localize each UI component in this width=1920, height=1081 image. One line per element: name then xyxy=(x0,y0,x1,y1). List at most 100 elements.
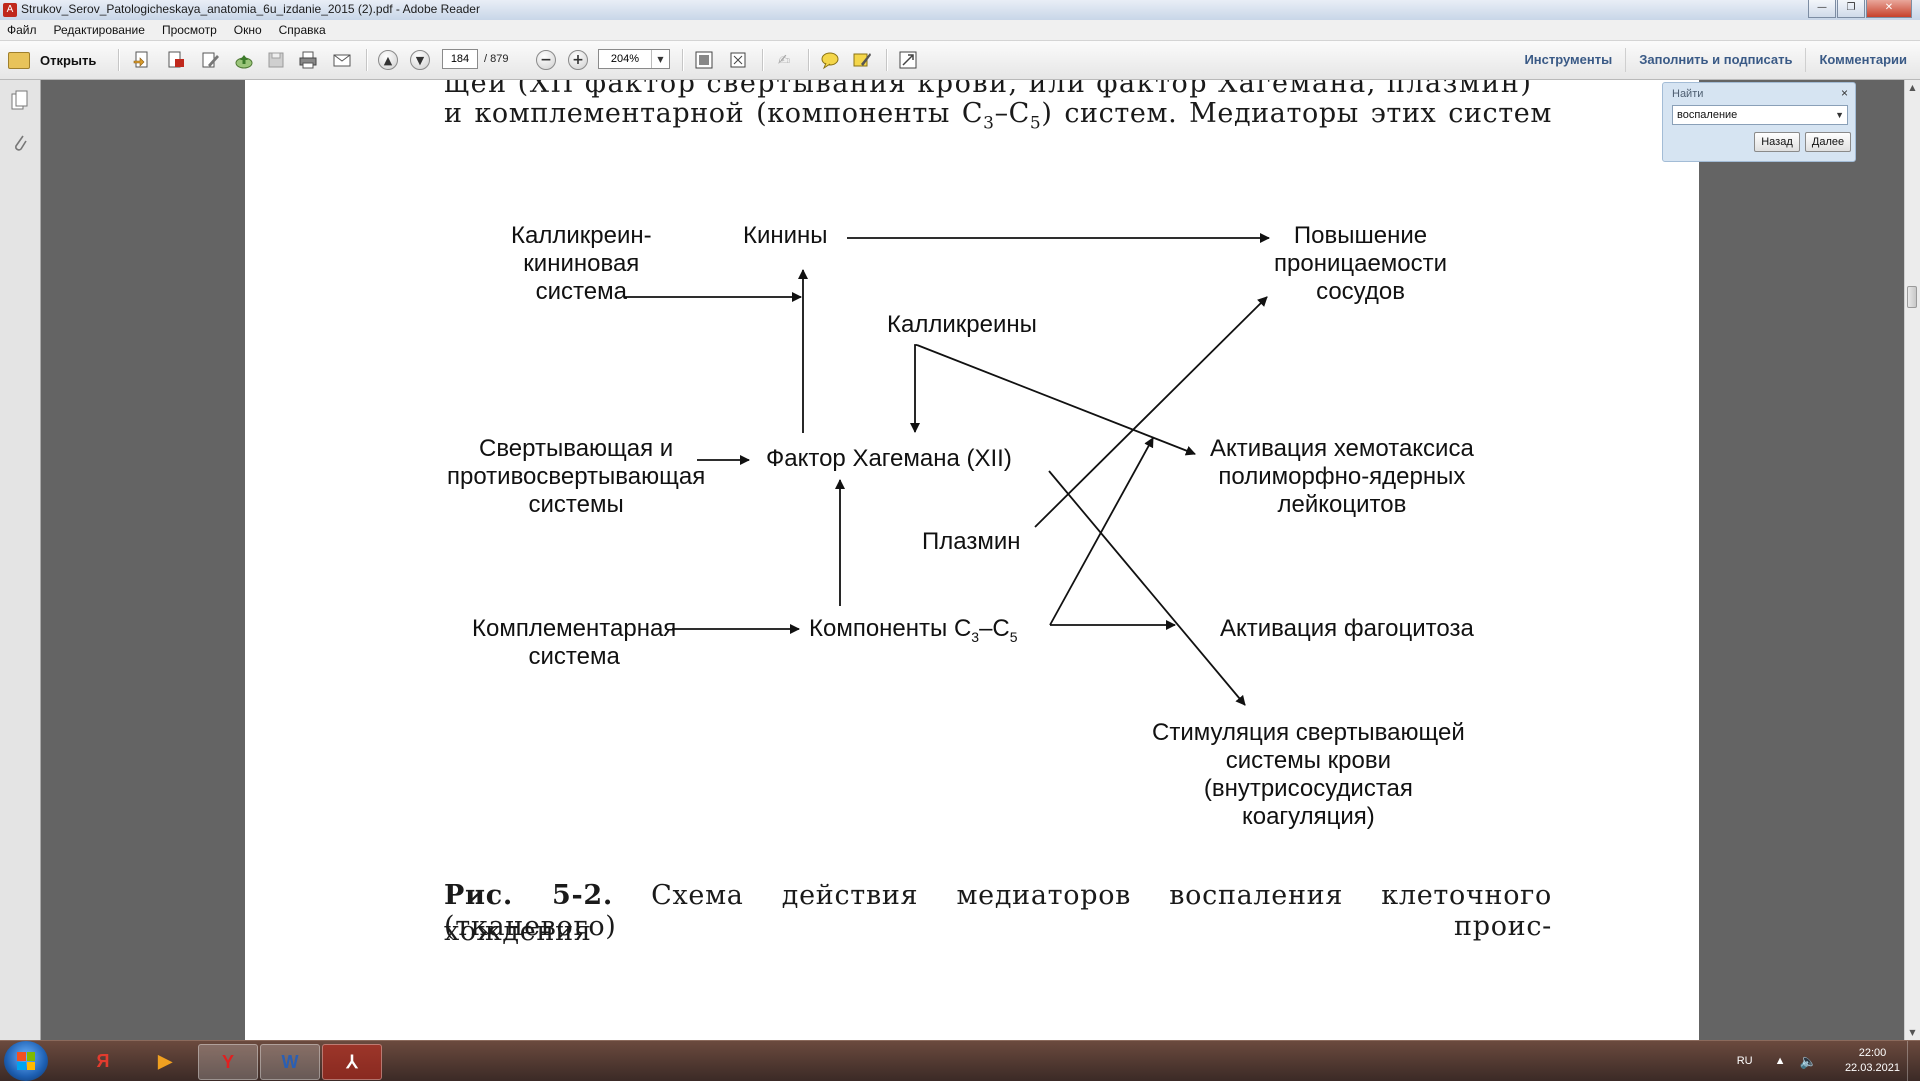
chevron-down-icon[interactable]: ▼ xyxy=(651,50,669,68)
menu-file[interactable]: Файл xyxy=(7,23,37,37)
node-kinins: Кинины xyxy=(743,222,828,249)
chevron-down-icon[interactable]: ▼ xyxy=(1835,110,1844,120)
find-input[interactable]: воспаление ▼ xyxy=(1672,105,1848,125)
show-desktop-button[interactable] xyxy=(1907,1041,1920,1081)
body-text-line: щей (XII фактор свертывания крови, или ф… xyxy=(444,80,1533,99)
volume-icon[interactable]: 🔈 xyxy=(1799,1052,1817,1069)
find-previous-button[interactable]: Назад xyxy=(1754,132,1800,152)
previous-page-button[interactable]: ▲ xyxy=(378,48,398,72)
toolbar-separator xyxy=(762,49,764,71)
plus-icon: + xyxy=(568,50,588,70)
vertical-scrollbar[interactable]: ▲ ▼ xyxy=(1904,80,1920,1040)
envelope-icon xyxy=(332,50,352,70)
navigation-pane xyxy=(0,80,41,1040)
email-button[interactable] xyxy=(332,48,352,72)
page-thumbnails-icon[interactable] xyxy=(10,90,30,112)
text-fragment: –С xyxy=(994,98,1030,129)
node-line: коагуляция) xyxy=(1241,803,1375,830)
node-line: системы xyxy=(528,491,624,518)
node-line: лейкоцитов xyxy=(1277,491,1407,518)
arrow-components-to-chemotaxis xyxy=(1049,437,1154,626)
find-label: Найти xyxy=(1672,88,1704,100)
toolbar-separator xyxy=(366,49,368,71)
taskbar-yandex[interactable]: Y xyxy=(198,1044,258,1080)
node-line: (внутрисосудистая xyxy=(1203,775,1413,802)
taskbar-word[interactable]: W xyxy=(260,1044,320,1080)
taskbar-yandex-browser[interactable]: Я xyxy=(96,1050,110,1071)
node-line: Повышение xyxy=(1293,222,1428,249)
document-viewport[interactable]: щей (XII фактор свертывания крови, или ф… xyxy=(41,80,1905,1040)
cloud-upload-button[interactable] xyxy=(234,48,254,72)
clock[interactable]: 22:00 22.03.2021 xyxy=(1845,1046,1900,1076)
toolbar-separator xyxy=(118,49,120,71)
cloud-upload-icon xyxy=(234,50,254,70)
menu-window[interactable]: Окно xyxy=(233,23,262,37)
window-title: Strukov_Serov_Patologicheskaya_anatomia_… xyxy=(21,2,480,16)
subscript: 5 xyxy=(1029,113,1042,134)
tray-expand-icon[interactable]: ▲ xyxy=(1774,1055,1786,1067)
edit-pencil-icon xyxy=(200,50,220,70)
create-pdf-icon xyxy=(132,50,152,70)
arrow-down-icon: ▼ xyxy=(410,50,430,70)
text-fragment: –С xyxy=(979,615,1010,642)
create-pdf-button[interactable] xyxy=(132,48,152,72)
node-line: полиморфно-ядерных xyxy=(1218,463,1466,490)
close-icon[interactable]: × xyxy=(1840,86,1848,100)
save-button[interactable] xyxy=(266,48,286,72)
open-button[interactable]: Открыть xyxy=(8,48,104,72)
read-mode-button[interactable] xyxy=(898,48,918,72)
node-complement-system: Комплементарная система xyxy=(472,615,676,671)
node-line: Свертывающая и xyxy=(478,435,674,462)
export-pdf-button[interactable] xyxy=(166,48,186,72)
arrow-kallikreins-to-chemotaxis xyxy=(916,344,1196,456)
highlight-button[interactable] xyxy=(852,48,872,72)
arrow-hageman-to-stimulation xyxy=(1048,470,1246,706)
scroll-down-icon[interactable]: ▼ xyxy=(1909,1028,1916,1037)
find-next-button[interactable]: Далее xyxy=(1805,132,1851,152)
minimize-button[interactable]: — xyxy=(1808,0,1836,18)
close-button[interactable]: ✕ xyxy=(1866,0,1912,18)
menu-help[interactable]: Справка xyxy=(278,23,326,37)
page-total: / 879 xyxy=(484,53,509,65)
node-line: Активация хемотаксиса xyxy=(1210,435,1474,462)
start-button[interactable] xyxy=(4,1041,48,1081)
scroll-up-icon[interactable]: ▲ xyxy=(1909,83,1916,92)
page-number-input[interactable] xyxy=(442,49,478,69)
maximize-button[interactable]: ❐ xyxy=(1837,0,1865,18)
fit-page-button[interactable] xyxy=(694,48,714,72)
menu-edit[interactable]: Редактирование xyxy=(53,23,145,37)
taskbar-adobe-reader[interactable]: ⅄ xyxy=(322,1044,382,1080)
tools-pane-button[interactable]: Инструменты xyxy=(1524,52,1613,67)
zoom-in-button[interactable]: + xyxy=(568,48,588,72)
toolbar: Открыть ▲ ▼ xyxy=(0,41,1920,80)
taskbar-media-player[interactable]: ▶ xyxy=(158,1050,172,1071)
subscript: 3 xyxy=(971,628,980,645)
open-label: Открыть xyxy=(40,52,97,68)
print-button[interactable] xyxy=(298,48,318,72)
zoom-out-button[interactable]: − xyxy=(536,48,556,72)
comments-pane-button[interactable]: Комментарии xyxy=(1805,48,1920,72)
toolbar-separator xyxy=(886,49,888,71)
node-chemotaxis-activation: Активация хемотаксиса полиморфно-ядерных… xyxy=(1210,435,1474,519)
window-controls: — ❐ ✕ xyxy=(1807,0,1912,18)
title-bar: A Strukov_Serov_Patologicheskaya_anatomi… xyxy=(0,0,1920,21)
sign-button[interactable]: ✍ xyxy=(774,48,794,72)
task-panes: Инструменты Заполнить и подписать Коммен… xyxy=(1511,41,1920,79)
fill-sign-pane-button[interactable]: Заполнить и подписать xyxy=(1625,48,1805,72)
language-indicator[interactable]: RU xyxy=(1736,1055,1753,1067)
text-fragment: ) систем. Медиаторы этих систем xyxy=(1041,98,1552,129)
next-page-button[interactable]: ▼ xyxy=(410,48,430,72)
menu-view[interactable]: Просмотр xyxy=(161,23,217,37)
node-plasmin: Плазмин xyxy=(922,528,1021,555)
zoom-input[interactable] xyxy=(599,50,651,68)
node-line: противосвертывающая xyxy=(447,463,706,490)
edit-pdf-button[interactable] xyxy=(200,48,220,72)
clock-date: 22.03.2021 xyxy=(1844,1062,1900,1074)
caption-label: Рис. 5-2. xyxy=(444,880,613,911)
attachments-paperclip-icon[interactable] xyxy=(10,132,30,154)
full-screen-button[interactable] xyxy=(728,48,748,72)
zoom-select[interactable]: ▼ xyxy=(598,49,670,69)
node-line: сосудов xyxy=(1316,278,1405,305)
add-comment-button[interactable] xyxy=(820,48,840,72)
scroll-thumb[interactable] xyxy=(1907,286,1917,308)
